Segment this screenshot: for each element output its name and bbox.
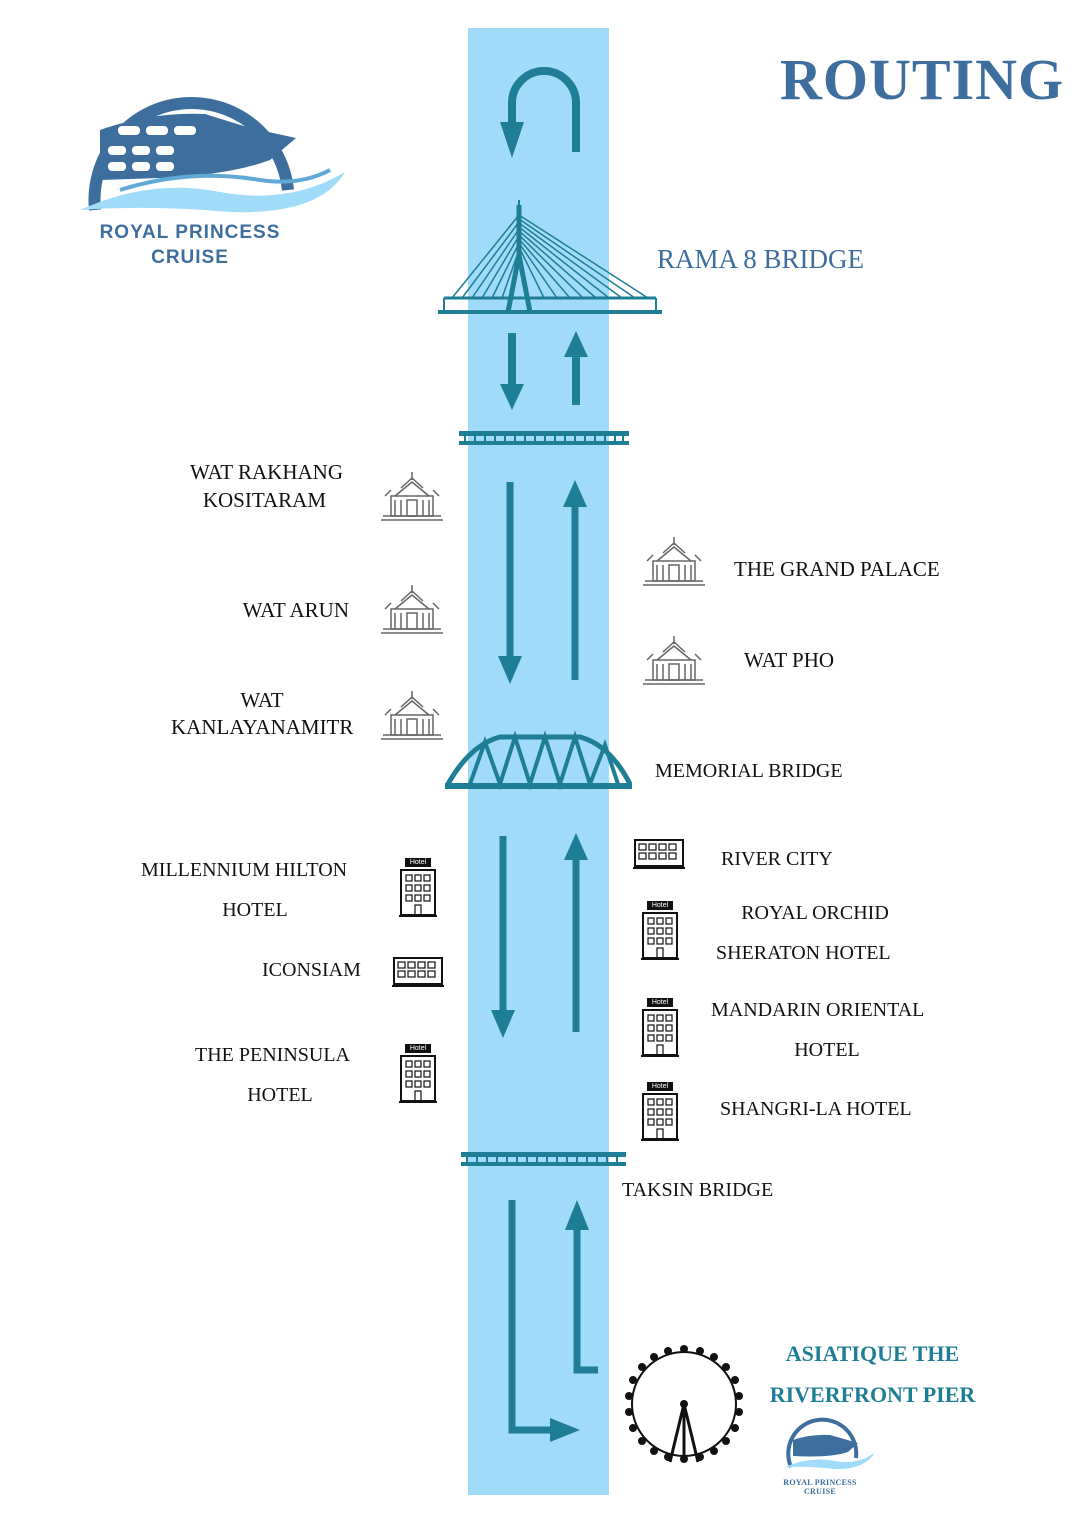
temple-icon-grand-palace [643, 537, 705, 586]
brand-small-line1: ROYAL PRINCESS [783, 1478, 857, 1487]
label-mandarin-oriental-line1: MANDARIN ORIENTAL [711, 999, 925, 1021]
label-wat-rakhang-line1: WAT RAKHANG [189, 460, 343, 484]
truss-bridge-icon [445, 730, 633, 791]
hotel-building-icon-shangrila [641, 1082, 679, 1141]
label-shangri-la-hotel: SHANGRI-LA HOTEL [720, 1098, 912, 1120]
hotel-sign: Hotel [651, 999, 669, 1006]
label-peninsula-line1: THE PENINSULA [195, 1044, 350, 1066]
temple-icon-wat-kanlayanamitr [381, 691, 443, 740]
hotel-sign: Hotel [651, 1083, 669, 1090]
ferris-wheel-icon [625, 1345, 743, 1463]
mall-building-icon-river-city [633, 839, 685, 869]
hotel-sign: Hotel [651, 902, 669, 909]
hotel-sign: Hotel [409, 859, 427, 866]
label-millennium-hilton-line1: MILLENNIUM HILTON [141, 859, 348, 881]
label-river-city: RIVER CITY [721, 848, 833, 870]
label-wat-rakhang-line2: KOSITARAM [202, 488, 326, 512]
label-taksin-bridge: TAKSIN BRIDGE [622, 1179, 774, 1201]
route-arrows-segment-3 [491, 833, 588, 1038]
cruise-ship-logo-small-icon [785, 1417, 875, 1470]
temple-icon-wat-pho [643, 636, 705, 685]
label-iconsiam: ICONSIAM [262, 959, 361, 981]
hotel-building-icon-royal-orchid [641, 901, 679, 960]
hotel-building-icon-millennium [399, 858, 437, 917]
label-wat-kanlayanamitr-line2: KANLAYANAMITR [171, 715, 354, 739]
flat-bridge-icon [459, 431, 629, 445]
taksin-flat-bridge-icon [461, 1152, 626, 1166]
label-royal-orchid-line2: SHERATON HOTEL [716, 942, 891, 964]
page-title: ROUTING [780, 47, 1065, 112]
label-wat-kanlayanamitr-line1: WAT [240, 688, 284, 712]
label-mandarin-oriental-line2: HOTEL [794, 1039, 860, 1061]
label-peninsula-line2: HOTEL [247, 1084, 313, 1106]
mall-building-icon-iconsiam [392, 957, 444, 987]
label-rama8-bridge: RAMA 8 BRIDGE [657, 244, 865, 274]
route-arrows-segment-4 [508, 1200, 598, 1442]
u-turn-arrow [500, 67, 580, 158]
label-royal-orchid-line1: ROYAL ORCHID [741, 902, 889, 924]
hotel-building-icon-peninsula [399, 1044, 437, 1103]
label-asiatique-line1: ASIATIQUE THE [785, 1341, 960, 1366]
label-wat-pho: WAT PHO [744, 648, 835, 672]
route-arrows-segment-2 [498, 480, 587, 684]
temple-icon-wat-arun [381, 585, 443, 634]
label-millennium-hilton-line2: HOTEL [222, 899, 288, 921]
brand-name-line2: CRUISE [151, 247, 229, 268]
cable-stayed-bridge-icon [438, 200, 662, 314]
brand-name-line1: ROYAL PRINCESS [99, 222, 281, 243]
temple-icon-wat-rakhang [381, 472, 443, 521]
label-wat-arun: WAT ARUN [242, 598, 349, 622]
hotel-building-icon-mandarin [641, 998, 679, 1057]
label-memorial-bridge: MEMORIAL BRIDGE [655, 760, 843, 782]
route-arrows-segment-1 [500, 331, 588, 410]
cruise-ship-logo-icon [80, 97, 345, 213]
brand-small-line2: CRUISE [803, 1487, 837, 1496]
hotel-sign: Hotel [409, 1045, 427, 1052]
label-asiatique-line2: RIVERFRONT PIER [769, 1382, 976, 1407]
label-grand-palace: THE GRAND PALACE [734, 557, 940, 581]
